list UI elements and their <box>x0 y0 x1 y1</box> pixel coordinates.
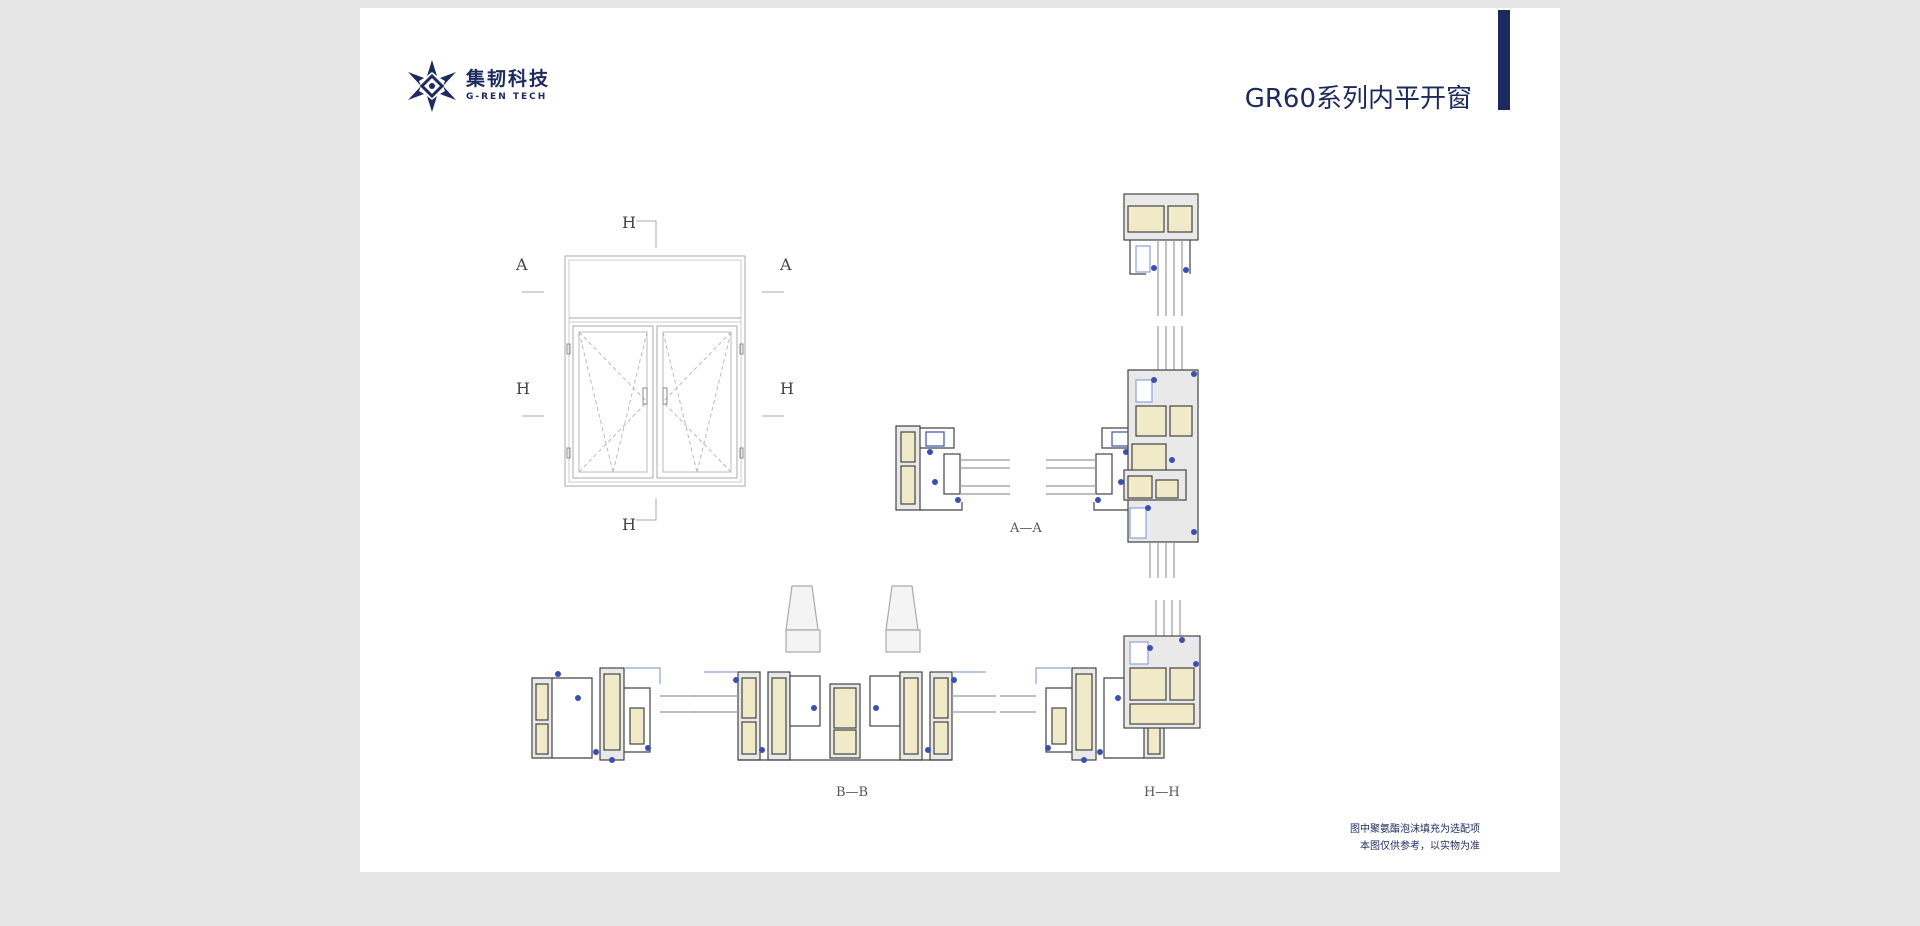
section-aa <box>895 425 1161 511</box>
brand-accent-bar <box>1498 10 1510 110</box>
section-marker-right-h: H <box>780 379 794 398</box>
caption-aa: A—A <box>1009 521 1042 536</box>
caption-bb: B—B <box>836 785 868 800</box>
section-marker-left-h: H <box>516 379 530 398</box>
section-hh <box>1123 193 1201 729</box>
note-reference-only: 本图仅供参考，以实物为准 <box>1360 841 1480 852</box>
section-marker-bottom: H <box>622 515 636 534</box>
drawing-sheet: 集韧科技 G-REN TECH GR60系列内平开窗 <box>360 8 1560 872</box>
right-handle <box>885 585 921 653</box>
star-logo-icon <box>408 60 456 112</box>
technical-drawing: H H A A H H <box>515 193 1201 800</box>
brand-name-en: G-REN TECH <box>466 92 548 102</box>
section-marker-left-a: A <box>515 255 528 274</box>
section-bb <box>531 585 1165 763</box>
brand-logo: 集韧科技 G-REN TECH <box>404 58 550 114</box>
page-title: GR60系列内平开窗 <box>1244 84 1472 114</box>
section-marker-top: H <box>622 213 636 232</box>
brand-name-cn: 集韧科技 <box>466 68 551 90</box>
window-elevation <box>522 220 784 521</box>
section-marker-right-a: A <box>779 255 792 274</box>
caption-hh: H—H <box>1144 785 1180 800</box>
note-foam-optional: 图中聚氨酯泡沫填充为选配项 <box>1350 824 1480 835</box>
left-handle <box>785 585 821 653</box>
